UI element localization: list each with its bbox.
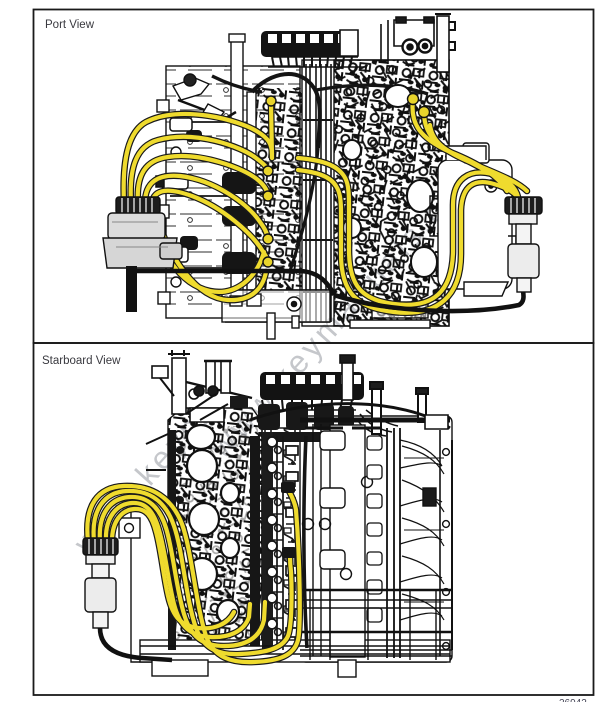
svg-text:Starboard View: Starboard View [42,355,121,367]
svg-text:26942: 26942 [559,698,587,702]
svg-text:Port View: Port View [45,19,95,31]
